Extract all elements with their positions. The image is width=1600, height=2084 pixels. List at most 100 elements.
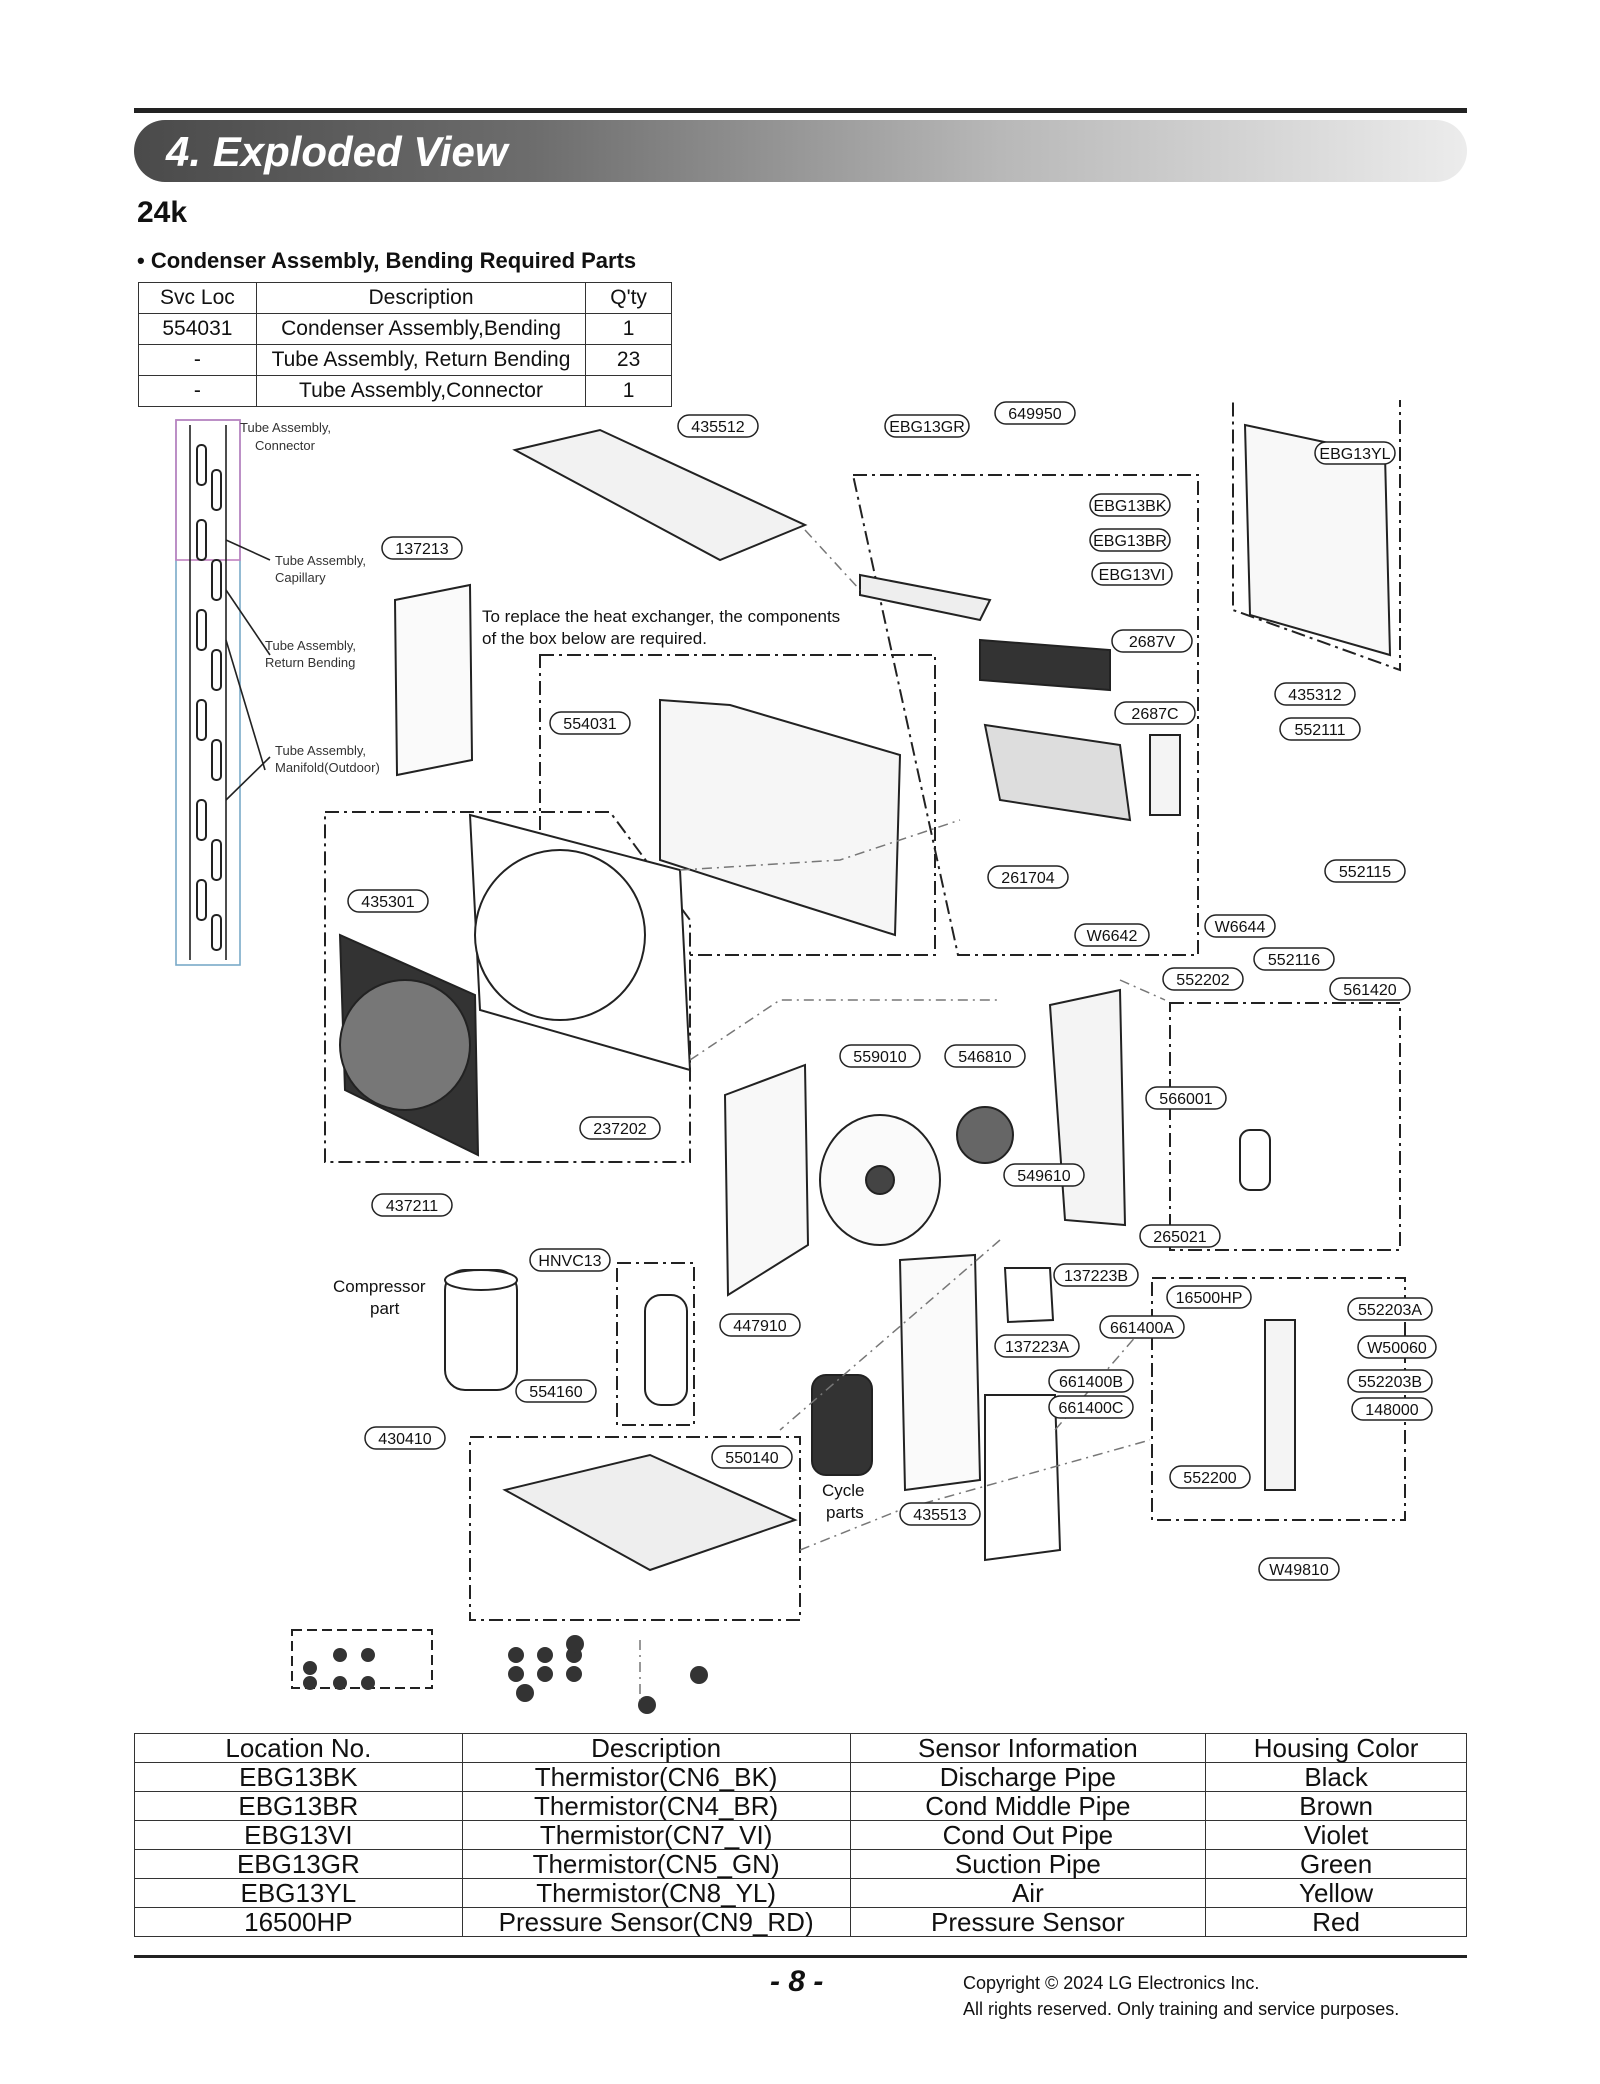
- label-tube-capillary-2: Capillary: [275, 570, 326, 585]
- table-cell: Suction Pipe: [849, 1849, 1207, 1879]
- callout-552203a: 552203A: [1358, 1302, 1422, 1319]
- label-tube-capillary-1: Tube Assembly,: [275, 553, 366, 568]
- bending-parts-heading: • Condenser Assembly, Bending Required P…: [137, 248, 637, 273]
- compressor-part-label-1: Compressor: [333, 1277, 426, 1296]
- callout-561420: 561420: [1343, 982, 1396, 999]
- table-row: - Tube Assembly,Connector 1: [138, 375, 672, 407]
- top-rule: [134, 108, 1467, 113]
- callout-552111: 552111: [1294, 722, 1345, 739]
- table-header-cell: Location No.: [134, 1733, 463, 1763]
- callout-435312: 435312: [1288, 687, 1341, 704]
- table-cell: Discharge Pipe: [849, 1762, 1207, 1792]
- copyright-line-1: Copyright © 2024 LG Electronics Inc.: [963, 1973, 1260, 1993]
- table-cell: Tube Assembly, Return Bending: [255, 344, 587, 376]
- label-tube-connector-1: Tube Assembly,: [240, 420, 331, 435]
- table-cell: Red: [1205, 1907, 1467, 1937]
- callout-261704: 261704: [1001, 870, 1054, 887]
- callout-447910: 447910: [733, 1318, 786, 1335]
- table-cell: Yellow: [1205, 1878, 1467, 1908]
- callout-148000: 148000: [1365, 1402, 1418, 1419]
- callout-w50060: W50060: [1367, 1340, 1427, 1357]
- table-cell: Pressure Sensor(CN9_RD): [461, 1907, 851, 1937]
- title-bar: 4. Exploded View: [134, 120, 1467, 182]
- callout-435301: 435301: [361, 894, 414, 911]
- callout-hnvc13: HNVC13: [538, 1253, 601, 1270]
- table-cell: Tube Assembly,Connector: [255, 375, 587, 407]
- callout-ebg13vi: EBG13VI: [1099, 567, 1166, 584]
- callout-265021: 265021: [1153, 1229, 1206, 1246]
- table-cell: Thermistor(CN6_BK): [461, 1762, 851, 1792]
- callout-552200: 552200: [1183, 1470, 1236, 1487]
- callout-435513: 435513: [913, 1507, 966, 1524]
- table-cell: Black: [1205, 1762, 1467, 1792]
- callout-552116: 552116: [1268, 952, 1320, 969]
- table-cell: 554031: [138, 313, 257, 345]
- table-header-cell: Description: [255, 282, 587, 314]
- callout-550140: 550140: [725, 1450, 778, 1467]
- table-header-cell: Description: [461, 1733, 851, 1763]
- table-cell: 1: [585, 313, 672, 345]
- table-cell: EBG13VI: [134, 1820, 463, 1850]
- table-header-cell: Sensor Information: [849, 1733, 1207, 1763]
- table-cell: 23: [585, 344, 672, 376]
- sensor-table: Location No. Description Sensor Informat…: [134, 1733, 1467, 1937]
- label-tube-connector-2: Connector: [255, 438, 316, 453]
- table-row: EBG13GR Thermistor(CN5_GN) Suction Pipe …: [134, 1849, 1467, 1879]
- table-header-row: Location No. Description Sensor Informat…: [134, 1733, 1467, 1763]
- label-tube-return-1: Tube Assembly,: [265, 638, 356, 653]
- table-row: 554031 Condenser Assembly,Bending 1: [138, 313, 672, 345]
- callout-554031: 554031: [563, 716, 616, 733]
- callout-16500hp: 16500HP: [1176, 1290, 1243, 1307]
- table-cell: -: [138, 344, 257, 376]
- table-cell: 1: [585, 375, 672, 407]
- bottom-rule: [134, 1955, 1467, 1958]
- table-header-cell: Svc Loc: [138, 282, 257, 314]
- callout-w6644: W6644: [1215, 919, 1266, 936]
- table-cell: Pressure Sensor: [849, 1907, 1207, 1937]
- callout-137213: 137213: [395, 541, 448, 558]
- callout-ebg13gr: EBG13GR: [889, 419, 965, 436]
- table-cell: Cond Middle Pipe: [849, 1791, 1207, 1821]
- cycle-parts-label-1: Cycle: [822, 1481, 865, 1500]
- table-cell: 16500HP: [134, 1907, 463, 1937]
- page-number: - 8 -: [770, 1965, 824, 1998]
- callout-435512: 435512: [691, 419, 744, 436]
- table-cell: Air: [849, 1878, 1207, 1908]
- label-tube-manifold-1: Tube Assembly,: [275, 743, 366, 758]
- table-row: - Tube Assembly, Return Bending 23: [138, 344, 672, 376]
- heat-exchanger-note-line1: To replace the heat exchanger, the compo…: [482, 607, 840, 626]
- table-cell: EBG13BR: [134, 1791, 463, 1821]
- table-header-cell: Q'ty: [585, 282, 672, 314]
- exploded-view-diagram: Tube Assembly, Connector Tube Assembly, …: [175, 400, 1437, 1714]
- callout-554160: 554160: [529, 1384, 582, 1401]
- callout-w6642: W6642: [1087, 928, 1138, 945]
- callout-2687c: 2687C: [1131, 706, 1178, 723]
- table-cell: Thermistor(CN7_VI): [461, 1820, 851, 1850]
- table-row: 16500HP Pressure Sensor(CN9_RD) Pressure…: [134, 1907, 1467, 1937]
- callout-ebg13br: EBG13BR: [1093, 533, 1167, 550]
- callout-2687v: 2687V: [1129, 634, 1176, 651]
- table-cell: -: [138, 375, 257, 407]
- cycle-parts-label-2: parts: [826, 1503, 864, 1522]
- heat-exchanger-note-line2: of the box below are required.: [482, 629, 707, 648]
- table-cell: Thermistor(CN4_BR): [461, 1791, 851, 1821]
- table-cell: Thermistor(CN5_GN): [461, 1849, 851, 1879]
- callout-w49810: W49810: [1269, 1562, 1329, 1579]
- table-cell: Thermistor(CN8_YL): [461, 1878, 851, 1908]
- table-cell: Green: [1205, 1849, 1467, 1879]
- callout-661400b: 661400B: [1059, 1374, 1123, 1391]
- callout-546810: 546810: [958, 1049, 1011, 1066]
- table-row: EBG13VI Thermistor(CN7_VI) Cond Out Pipe…: [134, 1820, 1467, 1850]
- callout-437211: 437211: [386, 1198, 438, 1215]
- table-cell: EBG13GR: [134, 1849, 463, 1879]
- callout-137223b: 137223B: [1064, 1268, 1128, 1285]
- copyright: Copyright © 2024 LG Electronics Inc. All…: [963, 1970, 1399, 2022]
- callout-552202: 552202: [1176, 972, 1229, 989]
- compressor-part-label-2: part: [370, 1299, 400, 1318]
- callout-549610: 549610: [1017, 1168, 1070, 1185]
- table-cell: Condenser Assembly,Bending: [255, 313, 587, 345]
- copyright-line-2: All rights reserved. Only training and s…: [963, 1999, 1400, 2019]
- callout-ebg13bk: EBG13BK: [1094, 498, 1167, 515]
- table-row: EBG13BR Thermistor(CN4_BR) Cond Middle P…: [134, 1791, 1467, 1821]
- label-tube-manifold-2: Manifold(Outdoor): [275, 760, 380, 775]
